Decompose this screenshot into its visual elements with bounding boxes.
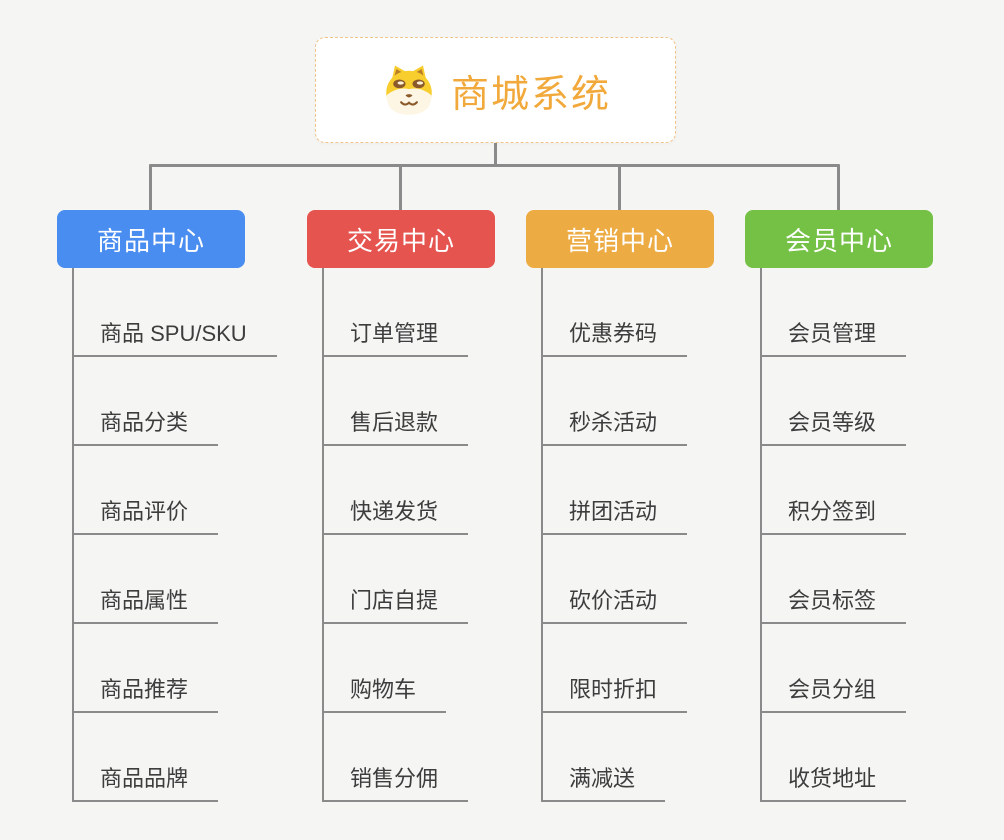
- child-node-row: 商品分类: [73, 357, 277, 446]
- child-node-label[interactable]: 会员分组: [761, 676, 907, 713]
- child-node-row: 商品属性: [73, 535, 277, 624]
- branch-node-1[interactable]: 商品中心: [57, 210, 245, 268]
- child-node-label[interactable]: 售后退款: [323, 409, 469, 446]
- branch-trunk-line: [322, 268, 324, 802]
- branch-node-2[interactable]: 交易中心: [307, 210, 495, 268]
- child-node-row: 订单管理: [323, 268, 469, 357]
- child-node-label[interactable]: 拼团活动: [542, 498, 688, 535]
- branch-trunk-line: [541, 268, 543, 802]
- child-node-row: 商品推荐: [73, 624, 277, 713]
- child-node-label[interactable]: 快递发货: [323, 498, 469, 535]
- child-node-label[interactable]: 会员等级: [761, 409, 907, 446]
- child-node-label[interactable]: 限时折扣: [542, 676, 688, 713]
- child-node-row: 商品评价: [73, 446, 277, 535]
- child-node-label[interactable]: 商品评价: [73, 498, 219, 535]
- child-node-label[interactable]: 订单管理: [323, 320, 469, 357]
- child-node-label[interactable]: 购物车: [323, 676, 447, 713]
- child-node-label[interactable]: 砍价活动: [542, 587, 688, 624]
- child-node-row: 秒杀活动: [542, 357, 688, 446]
- child-node-row: 购物车: [323, 624, 468, 713]
- child-node-row: 会员分组: [761, 624, 907, 713]
- child-node-label[interactable]: 销售分佣: [323, 765, 469, 802]
- child-node-label[interactable]: 商品分类: [73, 409, 219, 446]
- root-node-title: 商城系统: [450, 73, 611, 116]
- branch-items: 订单管理售后退款快递发货门店自提购物车销售分佣: [323, 268, 469, 802]
- child-node-label[interactable]: 会员管理: [761, 320, 907, 357]
- child-node-row: 优惠券码: [542, 268, 688, 357]
- connector-root-stub: [494, 143, 497, 166]
- child-node-row: 商品 SPU/SKU: [73, 268, 277, 357]
- child-node-row: 销售分佣: [323, 713, 469, 802]
- connector-drop-1: [149, 164, 152, 211]
- branch-column-3: 营销中心 优惠券码秒杀活动拼团活动砍价活动限时折扣满减送: [526, 210, 766, 810]
- branch-column-2: 交易中心 订单管理售后退款快递发货门店自提购物车销售分佣: [307, 210, 547, 810]
- branch-trunk-line: [760, 268, 762, 802]
- child-node-label[interactable]: 收货地址: [761, 765, 907, 802]
- child-node-row: 积分签到: [761, 446, 907, 535]
- connector-horizontal: [149, 164, 840, 167]
- child-node-row: 会员等级: [761, 357, 907, 446]
- child-node-row: 拼团活动: [542, 446, 688, 535]
- connector-drop-4: [837, 164, 840, 211]
- connector-drop-3: [618, 164, 621, 211]
- child-node-label[interactable]: 商品属性: [73, 587, 219, 624]
- branch-node-3[interactable]: 营销中心: [526, 210, 714, 268]
- shiba-dog-icon: [386, 65, 432, 115]
- branch-column-4: 会员中心 会员管理会员等级积分签到会员标签会员分组收货地址: [745, 210, 985, 810]
- child-node-row: 收货地址: [761, 713, 907, 802]
- child-node-row: 限时折扣: [542, 624, 688, 713]
- child-node-label[interactable]: 积分签到: [761, 498, 907, 535]
- child-node-label[interactable]: 商品推荐: [73, 676, 219, 713]
- connector-drop-2: [399, 164, 402, 211]
- branch-items: 商品 SPU/SKU 商品分类商品评价商品属性商品推荐商品品牌: [73, 268, 277, 802]
- branch-trunk-line: [72, 268, 74, 802]
- child-node-row: 满减送: [542, 713, 687, 802]
- branch-node-4[interactable]: 会员中心: [745, 210, 933, 268]
- root-node[interactable]: 商城系统: [315, 37, 676, 143]
- child-node-label[interactable]: 门店自提: [323, 587, 469, 624]
- child-node-row: 会员管理: [761, 268, 907, 357]
- child-node-label[interactable]: 满减送: [542, 765, 666, 802]
- child-node-label[interactable]: 秒杀活动: [542, 409, 688, 446]
- child-node-row: 商品品牌: [73, 713, 277, 802]
- branch-column-1: 商品中心 商品 SPU/SKU 商品分类商品评价商品属性商品推荐商品品牌: [57, 210, 297, 810]
- child-node-label[interactable]: 商品品牌: [73, 765, 219, 802]
- child-node-row: 售后退款: [323, 357, 469, 446]
- child-node-label[interactable]: 商品 SPU/SKU: [73, 320, 277, 357]
- child-node-label[interactable]: 会员标签: [761, 587, 907, 624]
- branch-items: 优惠券码秒杀活动拼团活动砍价活动限时折扣满减送: [542, 268, 688, 802]
- child-node-row: 门店自提: [323, 535, 469, 624]
- child-node-row: 砍价活动: [542, 535, 688, 624]
- child-node-row: 快递发货: [323, 446, 469, 535]
- branch-items: 会员管理会员等级积分签到会员标签会员分组收货地址: [761, 268, 907, 802]
- child-node-label[interactable]: 优惠券码: [542, 320, 688, 357]
- child-node-row: 会员标签: [761, 535, 907, 624]
